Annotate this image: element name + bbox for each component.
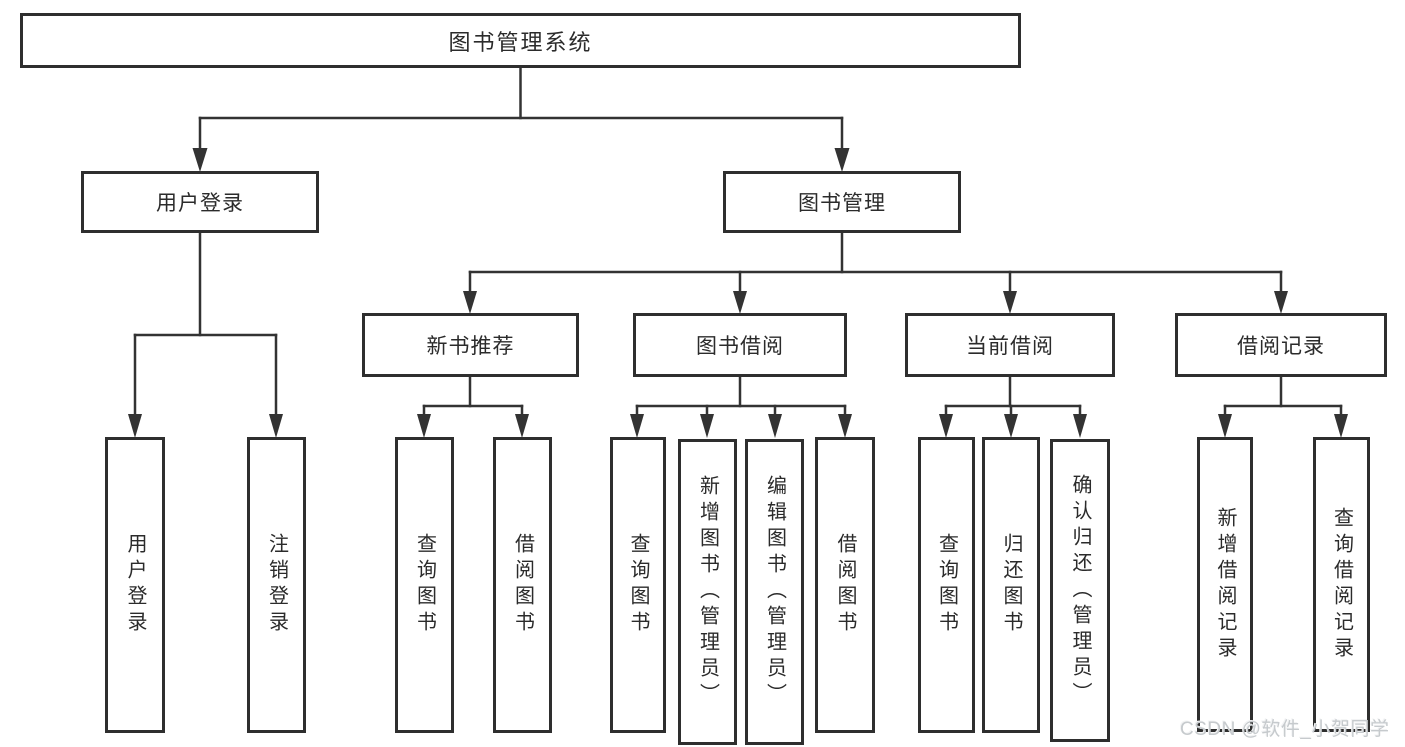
leaf-recommend-borrow-book: 借阅图书 xyxy=(493,437,552,733)
leaf-current-query-book-label: 查询图书 xyxy=(935,533,958,637)
node-borrow-record-label: 借阅记录 xyxy=(1237,335,1325,358)
edge-root-to-level2 xyxy=(192,66,850,172)
leaf-add-borrow-record: 新增借阅记录 xyxy=(1197,437,1253,732)
node-book-management: 图书管理 xyxy=(723,171,961,233)
edge-book-borrow-to-leaves xyxy=(630,375,852,438)
leaf-return-book-label: 归还图书 xyxy=(1000,533,1022,637)
leaf-recommend-borrow-book-label: 借阅图书 xyxy=(511,533,534,637)
node-book-management-label: 图书管理 xyxy=(798,192,886,215)
node-user-login: 用户登录 xyxy=(81,171,319,233)
leaf-user-login-label: 用户登录 xyxy=(124,533,146,637)
edge-book-management-to-level3 xyxy=(463,231,1288,314)
node-new-book-recommend-label: 新书推荐 xyxy=(426,335,515,358)
node-root: 图书管理系统 xyxy=(20,13,1021,68)
node-borrow-record: 借阅记录 xyxy=(1175,313,1387,377)
node-book-borrow-label: 图书借阅 xyxy=(696,335,784,358)
edge-current-borrow-to-leaves xyxy=(939,375,1087,438)
leaf-user-login: 用户登录 xyxy=(105,437,165,733)
leaf-logout: 注销登录 xyxy=(247,437,306,733)
leaf-borrow-borrow-book-label: 借阅图书 xyxy=(834,533,856,637)
leaf-edit-book-admin: 编辑图书（管理员） xyxy=(745,439,804,745)
edge-new-book-recommend-to-leaves xyxy=(417,375,529,438)
csdn-watermark: CSDN @软件_小贺同学 xyxy=(1180,719,1390,740)
leaf-borrow-query-book-label: 查询图书 xyxy=(627,533,649,637)
node-user-login-label: 用户登录 xyxy=(156,192,244,215)
edge-user-login-to-leaves xyxy=(128,231,283,438)
leaf-return-book: 归还图书 xyxy=(982,437,1040,733)
node-book-borrow: 图书借阅 xyxy=(633,313,847,377)
node-root-label: 图书管理系统 xyxy=(448,29,593,55)
leaf-query-borrow-record: 查询借阅记录 xyxy=(1313,437,1370,732)
leaf-recommend-query-book: 查询图书 xyxy=(395,437,454,733)
leaf-query-borrow-record-label: 查询借阅记录 xyxy=(1330,506,1353,663)
leaf-confirm-return-admin: 确认归还（管理员） xyxy=(1050,439,1110,742)
leaf-confirm-return-admin-label: 确认归还（管理员） xyxy=(1069,473,1091,708)
leaf-add-book-admin-label: 新增图书（管理员） xyxy=(696,475,719,709)
node-new-book-recommend: 新书推荐 xyxy=(362,313,579,377)
leaf-borrow-borrow-book: 借阅图书 xyxy=(815,437,875,733)
leaf-logout-label: 注销登录 xyxy=(265,533,288,637)
node-current-borrow: 当前借阅 xyxy=(905,313,1115,377)
edge-borrow-record-to-leaves xyxy=(1218,375,1348,438)
leaf-edit-book-admin-label: 编辑图书（管理员） xyxy=(763,475,786,709)
leaf-recommend-query-book-label: 查询图书 xyxy=(413,533,436,637)
leaf-add-borrow-record-label: 新增借阅记录 xyxy=(1214,506,1236,663)
leaf-current-query-book: 查询图书 xyxy=(918,437,975,733)
node-current-borrow-label: 当前借阅 xyxy=(966,335,1054,358)
leaf-borrow-query-book: 查询图书 xyxy=(610,437,666,733)
leaf-add-book-admin: 新增图书（管理员） xyxy=(678,439,737,745)
